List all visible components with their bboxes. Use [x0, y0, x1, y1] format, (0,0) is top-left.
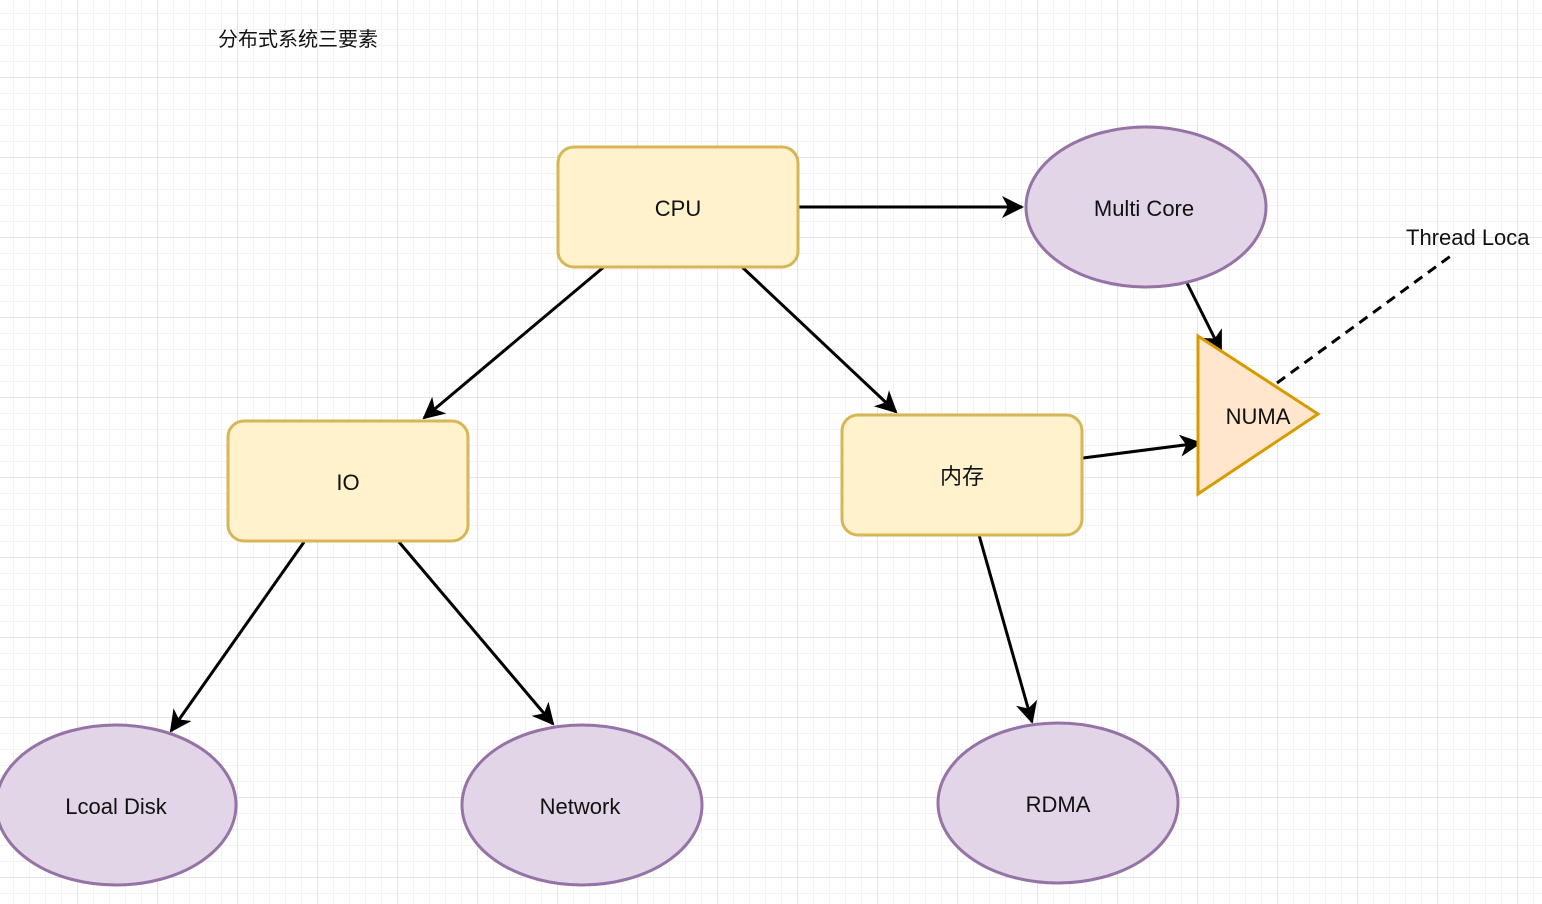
- node-numa-shape[interactable]: [1196, 333, 1321, 497]
- edge-io-network[interactable]: [397, 541, 555, 726]
- node-io[interactable]: IO: [226, 419, 470, 543]
- node-memory[interactable]: 内存: [840, 413, 1084, 537]
- node-cpu-label: CPU: [655, 196, 701, 221]
- node-multi-core[interactable]: Multi Core: [1024, 125, 1268, 289]
- edge-cpu-io[interactable]: [422, 264, 606, 420]
- edge-memory-rdma[interactable]: [977, 534, 1038, 724]
- edge-cpu-memory[interactable]: [739, 264, 898, 414]
- node-rdma-label: RDMA: [1026, 792, 1091, 817]
- edge-numa-note-dashed[interactable]: [1276, 253, 1453, 385]
- node-memory-shape[interactable]: [840, 413, 1084, 537]
- node-numa[interactable]: NUMA: [1196, 333, 1321, 497]
- node-local-disk-shape[interactable]: [0, 723, 238, 887]
- node-cpu[interactable]: CPU: [556, 145, 800, 269]
- node-rdma-shape[interactable]: [936, 721, 1180, 885]
- node-multi-core-label: Multi Core: [1094, 196, 1194, 221]
- edge-memory-numa[interactable]: [1082, 434, 1202, 460]
- node-network-shape[interactable]: [460, 723, 704, 887]
- node-io-shape[interactable]: [226, 419, 470, 543]
- note-thread-local[interactable]: Thread Loca: [1406, 225, 1530, 250]
- edges: [169, 196, 1453, 733]
- node-network[interactable]: Network: [460, 723, 704, 887]
- node-cpu-shape[interactable]: [556, 145, 800, 269]
- node-rdma[interactable]: RDMA: [936, 721, 1180, 885]
- node-local-disk[interactable]: Lcoal Disk: [0, 723, 238, 887]
- node-numa-label: NUMA: [1226, 404, 1291, 429]
- edge-io-localdisk[interactable]: [169, 541, 306, 733]
- node-io-label: IO: [336, 470, 359, 495]
- node-network-label: Network: [540, 794, 622, 819]
- diagram-title: 分布式系统三要素: [218, 27, 378, 51]
- node-multi-core-shape[interactable]: [1024, 125, 1268, 289]
- node-memory-label: 内存: [940, 464, 984, 489]
- edge-multicore-numa[interactable]: [1185, 282, 1223, 353]
- node-local-disk-label: Lcoal Disk: [65, 794, 167, 819]
